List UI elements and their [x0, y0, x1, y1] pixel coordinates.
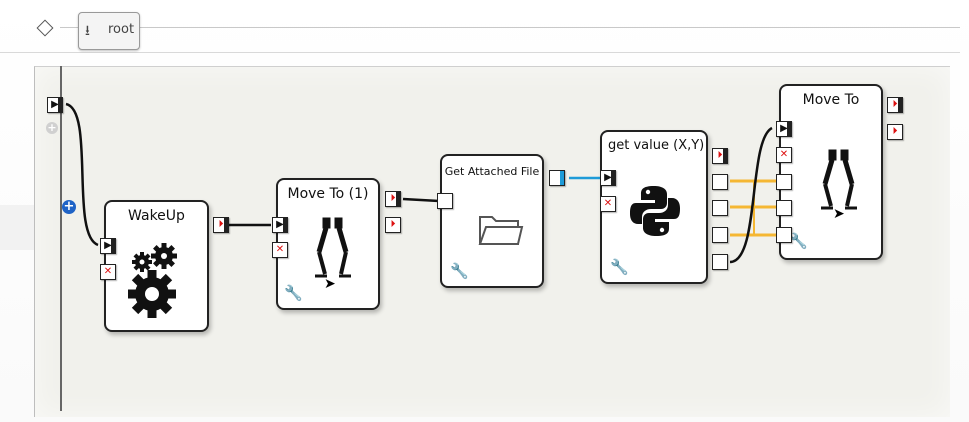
move-to-input-start[interactable]: ▶: [776, 121, 792, 137]
box-title: get value (X,Y): [608, 138, 705, 153]
move-to-1-output-failure[interactable]: ⏵: [385, 217, 401, 233]
port-bar: [560, 171, 564, 185]
get-file-input-onstart[interactable]: [437, 193, 453, 209]
play-icon: ▶: [51, 99, 59, 110]
move-to-input-y[interactable]: [776, 200, 792, 216]
wrench-icon[interactable]: 🔧: [450, 262, 469, 280]
box-get-attached-file[interactable]: Get Attached File 🔧: [440, 154, 544, 288]
get-value-output-theta[interactable]: [712, 227, 728, 243]
stop-icon: ✕: [779, 149, 789, 160]
wakeup-input-start[interactable]: ▶: [100, 238, 116, 254]
move-to-1-output-success[interactable]: ⏵: [385, 191, 401, 207]
move-to-output-failure[interactable]: ⏵: [887, 124, 903, 140]
robot-legs-icon: [821, 149, 857, 210]
box-wakeup[interactable]: WakeUp: [104, 200, 209, 332]
port-bar: [111, 239, 115, 253]
wrench-icon[interactable]: 🔧: [284, 284, 303, 302]
move-to-input-stop[interactable]: ✕: [776, 147, 792, 163]
box-move-to[interactable]: Move To ➤ 🔧: [779, 84, 883, 260]
get-value-input-onstop[interactable]: ✕: [600, 196, 616, 212]
output-icon: ⏵: [717, 150, 723, 161]
get-file-output-path[interactable]: [549, 170, 565, 186]
stop-icon: ✕: [275, 244, 285, 255]
box-title: Get Attached File: [444, 165, 540, 178]
direction-arrow-icon: ➤: [324, 276, 336, 292]
port-bar: [224, 218, 228, 232]
wire-move-to-1-to-get-file[interactable]: [402, 197, 440, 203]
get-value-output-done[interactable]: [712, 254, 728, 270]
get-value-input-onstart[interactable]: ▶: [600, 170, 616, 186]
breadcrumb-bar: ⭳ root: [0, 0, 960, 53]
wakeup-output-stopped[interactable]: ⏵: [213, 217, 229, 233]
get-value-output-onstopped[interactable]: ⏵: [712, 148, 728, 164]
breadcrumb-root-label: root: [108, 22, 135, 37]
move-to-input-x[interactable]: [776, 174, 792, 190]
wire-start-to-wakeup[interactable]: [65, 102, 99, 247]
direction-arrow-icon: ➤: [833, 206, 845, 222]
port-bar: [58, 98, 62, 112]
wrench-icon[interactable]: 🔧: [789, 232, 808, 250]
box-move-to-1[interactable]: Move To (1) ➤ 🔧: [276, 178, 380, 310]
output-icon: ⏵: [892, 99, 898, 110]
breadcrumb-root[interactable]: ⭳ root: [78, 12, 140, 50]
play-icon: ▶: [104, 240, 112, 251]
port-bar: [723, 149, 727, 163]
box-get-value[interactable]: get value (X,Y) 🔧: [600, 130, 708, 284]
port-bar: [787, 122, 791, 136]
add-parameter-icon[interactable]: +: [62, 199, 76, 214]
breadcrumb-line: [60, 27, 960, 28]
output-icon: ⏵: [390, 219, 396, 230]
python-icon: [630, 186, 680, 236]
move-to-output-success[interactable]: ⏵: [887, 97, 903, 113]
add-input-icon[interactable]: +: [46, 121, 58, 134]
output-icon: ⏵: [892, 126, 898, 137]
port-bar: [283, 218, 287, 232]
move-to-input-theta[interactable]: [776, 227, 792, 243]
output-icon: ⏵: [390, 193, 396, 204]
wrench-icon[interactable]: 🔧: [610, 258, 629, 276]
play-icon: ▶: [276, 219, 284, 230]
output-stop-icon: ⏵: [218, 219, 224, 230]
get-value-output-x[interactable]: [712, 174, 728, 190]
play-icon: ▶: [604, 172, 612, 183]
stop-icon: ✕: [603, 198, 613, 209]
wakeup-input-stop[interactable]: ✕: [100, 264, 116, 280]
box-title: WakeUp: [128, 208, 185, 224]
box-title: Move To: [802, 92, 860, 108]
robot-legs-icon: [315, 217, 351, 278]
left-strip: [0, 205, 34, 250]
diagram-left-border: [60, 66, 62, 411]
wire-get-value-to-move-to-start[interactable]: [729, 126, 773, 264]
get-value-output-y[interactable]: [712, 200, 728, 216]
box-title: Move To (1): [287, 186, 369, 202]
move-to-1-input-start[interactable]: ▶: [272, 217, 288, 233]
down-arrow-icon: ⭳: [85, 23, 90, 39]
gear-icon: [128, 243, 177, 318]
folder-icon: [478, 216, 524, 245]
port-bar: [396, 192, 400, 206]
port-bar: [898, 98, 902, 112]
move-to-1-input-stop[interactable]: ✕: [272, 242, 288, 258]
stop-icon: ✕: [103, 266, 113, 277]
behavior-start-port[interactable]: ▶: [47, 97, 63, 113]
port-bar: [611, 171, 615, 185]
play-icon: ▶: [780, 123, 788, 134]
